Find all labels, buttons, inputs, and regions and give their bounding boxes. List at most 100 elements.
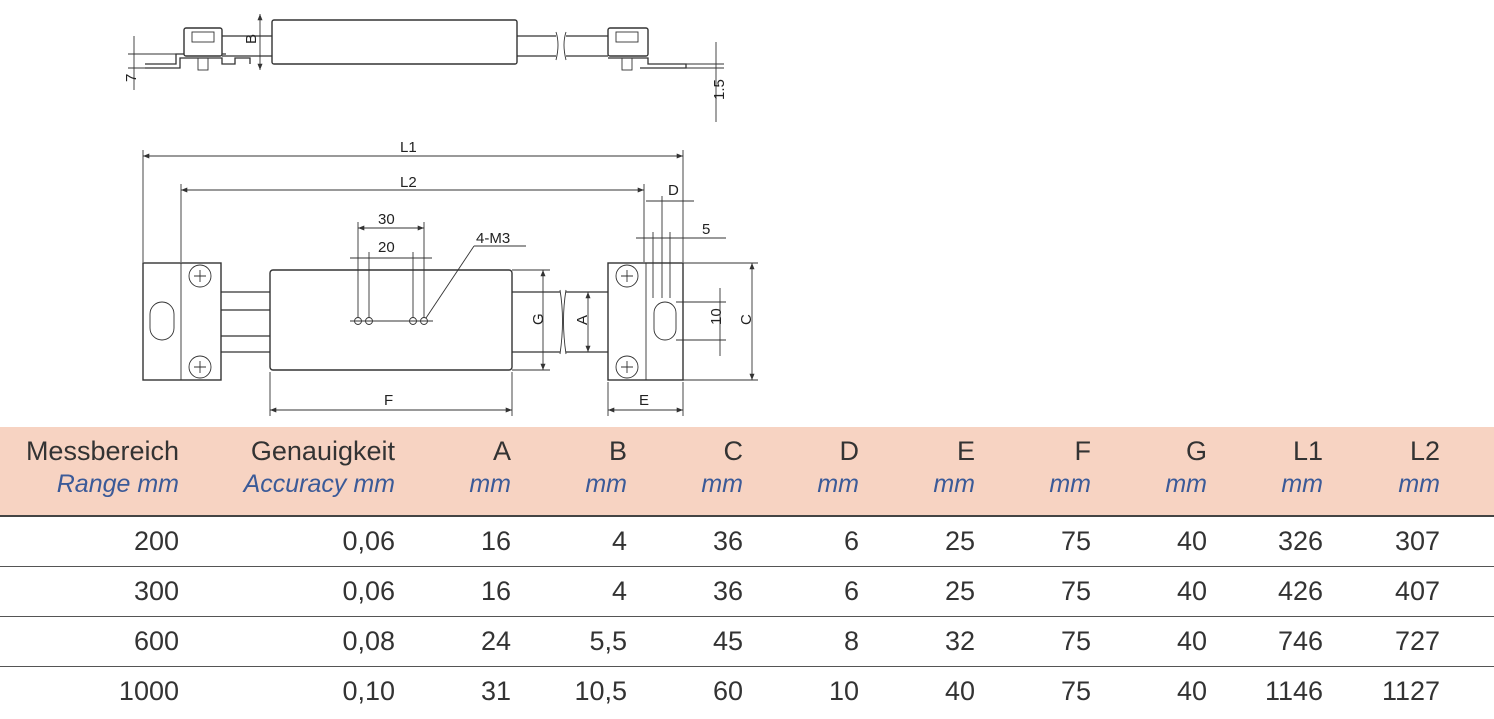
table-cell: 6	[746, 566, 862, 617]
table-cell: 40	[1094, 566, 1210, 617]
dim-5-label: 5	[702, 221, 710, 238]
table-cell: 75	[1060, 675, 1091, 706]
column-header-german: E	[956, 436, 975, 466]
column-header: L2 mm	[1326, 427, 1494, 517]
column-header-english: mm	[933, 470, 975, 498]
dim-10-label: 10	[708, 308, 725, 325]
table-cell: 200	[0, 516, 182, 567]
dim-30-label: 30	[378, 211, 395, 228]
table-cell: 75	[978, 516, 1094, 567]
table-cell: 6	[746, 516, 862, 567]
table-cell: 24	[398, 616, 514, 667]
dim-f-label: F	[384, 392, 393, 409]
table-cell: 75	[978, 566, 1094, 617]
table-cell: 727	[1326, 616, 1494, 667]
table-cell: 1146	[1264, 675, 1323, 706]
column-header-english: Accuracy mm	[243, 470, 395, 498]
table-cell: 326	[1210, 516, 1326, 567]
column-header-english: mm	[701, 470, 743, 498]
table-cell: 32	[862, 616, 978, 667]
table-cell: 0,10	[342, 675, 395, 706]
table-cell: 25	[862, 516, 978, 567]
dim-c-label: C	[738, 314, 755, 325]
column-header-german: C	[723, 436, 744, 466]
column-header-english: mm	[817, 470, 859, 498]
dim-l1-label: L1	[400, 139, 417, 156]
column-header-english: mm	[1049, 470, 1091, 498]
table-cell: 25	[862, 566, 978, 617]
table-cell: 5,5	[514, 616, 630, 667]
table-cell: 746	[1210, 616, 1326, 667]
dim-a-label: A	[574, 315, 591, 325]
table-cell: 40	[944, 675, 975, 706]
technical-drawing: B 7 1.5	[123, 14, 758, 416]
column-header-german: G	[1185, 436, 1207, 466]
table-cell: 0,08	[182, 616, 398, 667]
column-header-german: L1	[1292, 436, 1323, 466]
dim-l2-label: L2	[400, 174, 417, 191]
column-header-english: mm	[1398, 470, 1440, 498]
table-cell: 40	[1094, 616, 1210, 667]
dim-b-label: B	[243, 34, 260, 44]
table-cell: 0,06	[182, 516, 398, 567]
dim-7-label: 7	[123, 74, 140, 82]
column-header-german: B	[608, 436, 627, 466]
mounting-holes	[350, 317, 433, 325]
table-cell: 10,5	[574, 675, 627, 706]
dim-1-5-label: 1.5	[711, 79, 728, 100]
table-cell: 75	[978, 616, 1094, 667]
table-cell: 45	[630, 616, 746, 667]
table-cell: 4	[514, 516, 630, 567]
table-cell: 36	[630, 566, 746, 617]
column-header-german: A	[492, 436, 511, 466]
table-cell: 31	[480, 675, 511, 706]
column-header-german: L2	[1409, 436, 1440, 466]
column-header-german: Messbereich	[25, 436, 179, 466]
dim-e-label: E	[639, 392, 649, 409]
dim-4m3-label: 4-M3	[476, 230, 510, 247]
table-cell: 0,06	[182, 566, 398, 617]
table-cell: 1127	[1381, 675, 1440, 706]
table-cell: 600	[0, 616, 182, 667]
column-header-german: F	[1074, 436, 1092, 466]
table-cell: 426	[1210, 566, 1326, 617]
table-cell: 16	[398, 516, 514, 567]
column-header-english: mm	[469, 470, 511, 498]
column-header-english: Range mm	[56, 470, 179, 498]
side-view: B 7 1.5	[123, 14, 728, 122]
table-cell: 1000	[118, 675, 179, 706]
column-header-german: Genauigkeit	[250, 436, 395, 466]
table-cell: 300	[0, 566, 182, 617]
dim-g-label: G	[530, 313, 547, 325]
table-cell: 10	[828, 675, 859, 706]
dim-20-label: 20	[378, 239, 395, 256]
table-cell: 36	[630, 516, 746, 567]
column-header: L1 mm	[1210, 427, 1326, 517]
column-header-english: mm	[1281, 470, 1323, 498]
table-cell: 407	[1326, 566, 1494, 617]
table-cell: 16	[398, 566, 514, 617]
top-view: L1 L2 D 30 20 4-M3 5 G A	[142, 139, 758, 416]
column-header-english: mm	[1165, 470, 1207, 498]
table-cell: 40	[1094, 516, 1210, 567]
table-cell: 40	[1176, 675, 1207, 706]
column-header-english: mm	[585, 470, 627, 498]
dim-d-label: D	[668, 182, 679, 199]
table-cell: 4	[514, 566, 630, 617]
